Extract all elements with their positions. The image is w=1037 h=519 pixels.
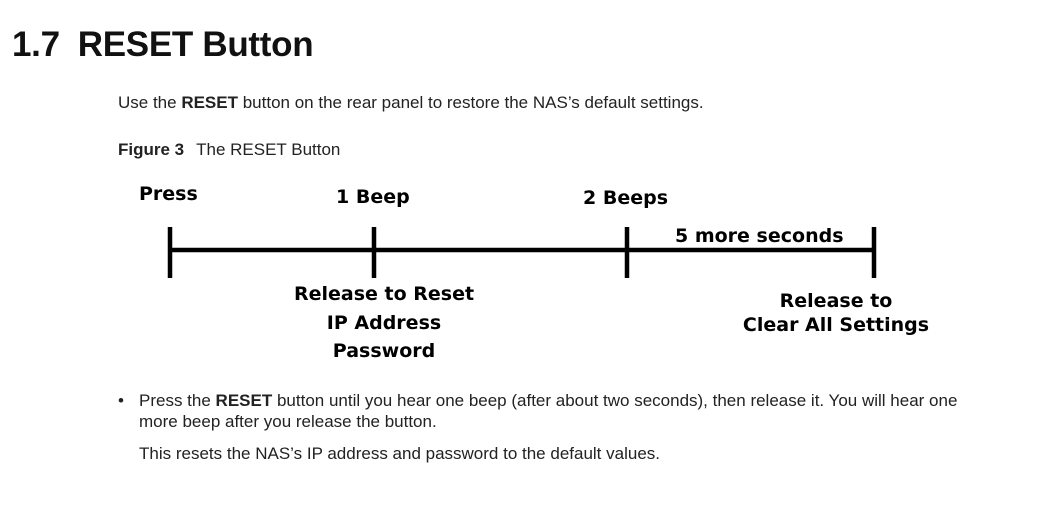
release-clear-settings-label: Release to Clear All Settings (743, 289, 929, 337)
five-more-seconds-label: 5 more seconds (675, 225, 844, 247)
release-reset-ip-label: Release to Reset IP Address Password (294, 280, 474, 366)
ip-address-line: IP Address (326, 311, 442, 334)
bullet-symbol: • (118, 391, 124, 410)
section-title: RESET Button (77, 25, 314, 64)
figure-caption-text: The RESET Button (196, 140, 341, 159)
bullet-reset-bold: RESET (215, 391, 273, 410)
press-label: Press (139, 183, 198, 205)
intro-text-end: button on the rear panel to restore the … (238, 93, 704, 112)
two-beeps-label: 2 Beeps (583, 187, 668, 209)
one-beep-label: 1 Beep (336, 186, 410, 208)
figure-label: Figure 3 (118, 140, 185, 159)
bullet-text: Press the RESET button until you hear on… (139, 390, 988, 432)
figure-caption: Figure 3 The RESET Button (118, 139, 340, 161)
intro-paragraph: Use the RESET button on the rear panel t… (118, 92, 704, 114)
bullet-text-end: button until you hear one beep (after ab… (139, 391, 958, 431)
clear-all-settings-line: Clear All Settings (742, 314, 930, 336)
bullet-text-start: Press the (139, 391, 216, 410)
intro-reset-bold: RESET (181, 93, 238, 112)
section-number: 1.7 (12, 25, 60, 64)
section-heading: 1.7 RESET Button (12, 20, 314, 70)
reset-result-note: This resets the NAS’s IP address and pas… (139, 444, 660, 463)
release-reset-line: Release to Reset (293, 283, 475, 305)
reset-bullet-item: • Press the RESET button until you hear … (118, 390, 988, 432)
release-to-line: Release to (779, 290, 893, 312)
intro-text-start: Use the (118, 93, 182, 112)
password-line: Password (332, 340, 436, 362)
